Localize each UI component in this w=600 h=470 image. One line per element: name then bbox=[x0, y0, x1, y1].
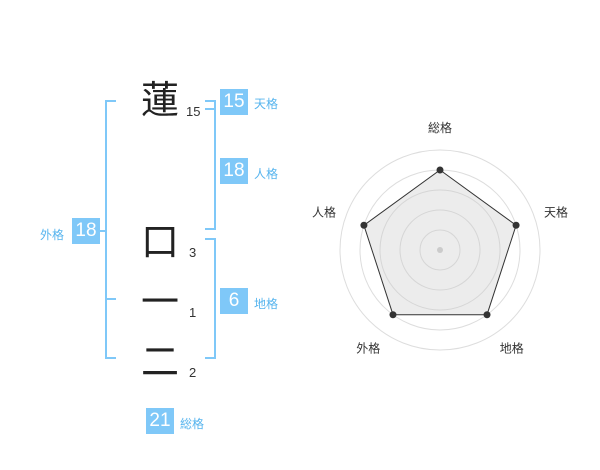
chikaku-label: 地格 bbox=[254, 297, 279, 311]
name-char-4: 二 bbox=[140, 340, 179, 384]
jinkaku-bracket-top bbox=[205, 108, 216, 110]
radar-axis-label-4: 人格 bbox=[312, 204, 336, 219]
radar-axis-label-3: 外格 bbox=[356, 341, 380, 356]
stroke-count-1: 15 bbox=[186, 104, 201, 119]
chikaku-bracket-bottom bbox=[205, 357, 216, 359]
radar-point-4 bbox=[360, 221, 368, 229]
jinkaku-bracket-vertical bbox=[214, 108, 216, 230]
tenkaku-badge: 15 bbox=[220, 89, 248, 115]
gaikaku-bracket-top bbox=[105, 100, 116, 102]
jinkaku-label: 人格 bbox=[254, 167, 279, 181]
name-char-3: 一 bbox=[140, 280, 179, 324]
radar-ring-2 bbox=[399, 209, 481, 291]
stroke-count-4: 2 bbox=[189, 365, 197, 380]
gaikaku-badge: 18 bbox=[72, 218, 100, 244]
radar-point-2 bbox=[483, 311, 491, 319]
radar-axis-label-1: 天格 bbox=[544, 204, 568, 219]
radar-axis-label-0: 総格 bbox=[428, 120, 452, 135]
gaikaku-bracket-mid bbox=[105, 298, 116, 300]
gaikaku-bracket-vertical bbox=[105, 100, 107, 359]
radar-point-1 bbox=[512, 221, 520, 229]
radar-axis-label-2: 地格 bbox=[500, 341, 524, 356]
stroke-count-3: 1 bbox=[189, 305, 197, 320]
radar-point-0 bbox=[436, 166, 444, 174]
name-char-1: 蓮 bbox=[140, 78, 179, 122]
tenkaku-bracket-top bbox=[205, 100, 216, 102]
tenkaku-label: 天格 bbox=[254, 97, 279, 111]
radar-center-dot bbox=[437, 247, 443, 253]
radar-point-3 bbox=[389, 311, 397, 319]
stroke-count-2: 3 bbox=[189, 245, 197, 260]
radar-polygon-layer bbox=[360, 166, 520, 319]
chikaku-bracket-vertical bbox=[214, 238, 216, 359]
soukaku-badge: 21 bbox=[146, 408, 174, 434]
jinkaku-badge: 18 bbox=[220, 158, 248, 184]
tenkaku-bracket-vertical bbox=[214, 100, 216, 110]
jinkaku-bracket-bottom bbox=[205, 228, 216, 230]
soukaku-label: 総格 bbox=[180, 417, 205, 431]
radar-ring-1 bbox=[419, 229, 461, 271]
radar-polygon bbox=[363, 169, 517, 316]
gaikaku-bracket-tick bbox=[100, 230, 105, 232]
gaikaku-bracket-bottom bbox=[105, 357, 116, 359]
radar-ring-3 bbox=[379, 189, 501, 311]
chikaku-bracket-top bbox=[205, 238, 216, 240]
name-char-2: 口 bbox=[140, 220, 179, 264]
chikaku-badge: 6 bbox=[220, 288, 248, 314]
gaikaku-label: 外格 bbox=[40, 228, 65, 242]
